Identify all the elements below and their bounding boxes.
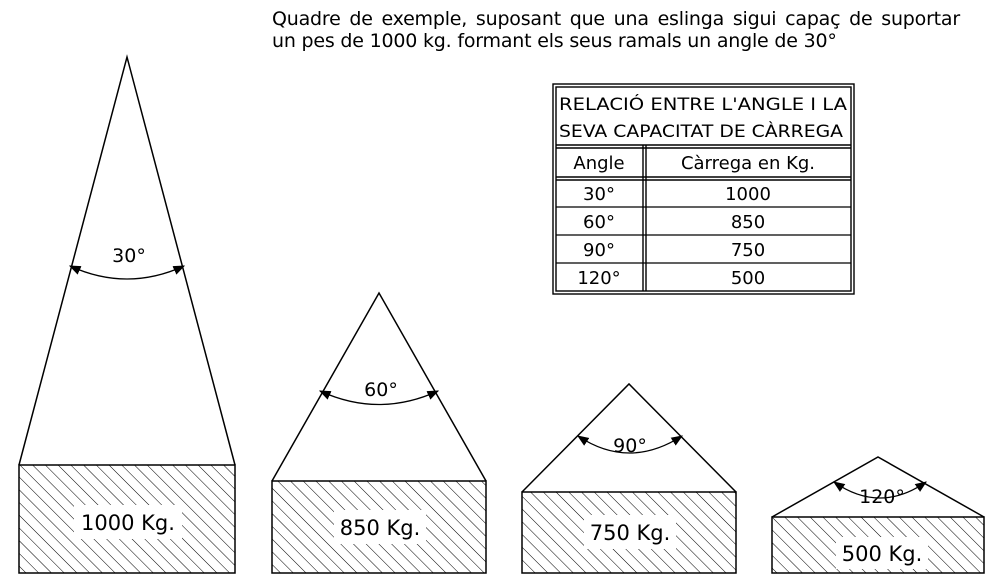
table-cell: 120° [577,268,620,289]
angle-label-120: 120° [859,486,905,508]
sling-90: 750 Kg. 90° [521,382,737,574]
sling-30-legs [18,54,236,466]
load-label-850: 850 Kg. [340,516,421,540]
load-label-1000: 1000 Kg. [81,511,175,535]
sling-60: 850 Kg. 60° [271,291,487,574]
intro-line-2: un pes de 1000 kg. formant els seus rama… [272,30,837,52]
table-title-line1: RELACIÓ ENTRE L'ANGLE I LA [559,93,847,115]
angle-arc-60 [318,390,440,406]
table-header-load: Càrrega en Kg. [681,153,815,174]
table-cell: 60° [583,212,615,233]
sling-120-legs [771,456,985,518]
angle-arc-120 [833,481,927,499]
sling-120: 500 Kg. 120° [771,456,985,574]
intro-line-1: Quadre de exemple, suposant que una esli… [272,8,960,30]
table-cell: 750 [731,240,765,261]
table-cell: 850 [731,212,765,233]
angle-arc-90 [577,435,683,454]
table-cell: 1000 [725,184,771,205]
sling-90-legs [521,382,737,493]
capacity-table: RELACIÓ ENTRE L'ANGLE I LA SEVA CAPACITA… [552,83,855,295]
angle-label-30: 30° [112,245,146,267]
load-label-750: 750 Kg. [590,521,671,545]
load-label-500: 500 Kg. [842,542,923,566]
intro-text: Quadre de exemple, suposant que una esli… [272,8,972,52]
table-header-angle: Angle [573,153,624,174]
sling-30: 1000 Kg. 30° [18,54,236,574]
angle-label-60: 60° [364,379,398,401]
angle-arc-30 [68,265,186,280]
sling-60-legs [271,291,487,482]
table-cell: 30° [583,184,615,205]
angle-label-90: 90° [613,435,647,457]
table-cell: 500 [731,268,765,289]
table-cell: 90° [583,240,615,261]
table-title-line2: SEVA CAPACITAT DE CÀRREGA [559,120,843,142]
